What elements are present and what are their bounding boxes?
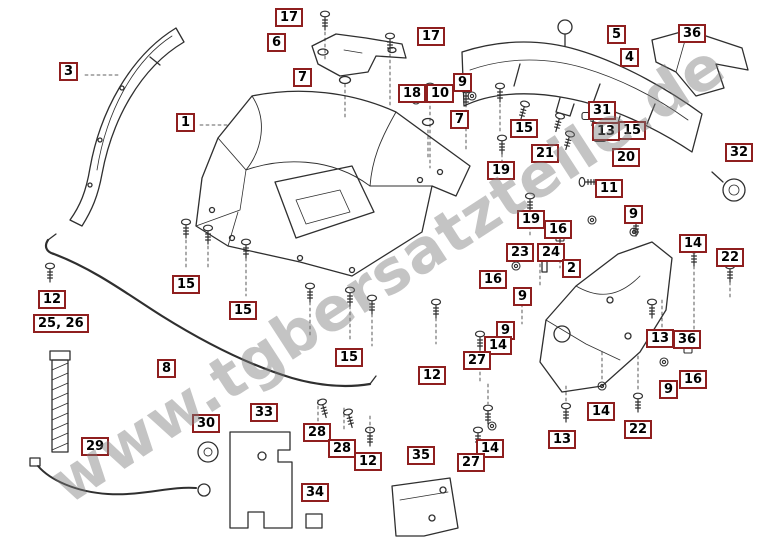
grommet-drawing — [197, 441, 219, 463]
mount-bracket-drawing — [229, 431, 293, 529]
part-label-28: 28 — [328, 439, 357, 458]
part-label-13: 13 — [646, 329, 675, 348]
dome-screw-drawing — [557, 19, 573, 47]
part-label-5: 5 — [607, 25, 627, 44]
part-label-27: 27 — [463, 351, 492, 370]
part-label-22: 22 — [716, 248, 745, 267]
part-label-35: 35 — [407, 446, 436, 465]
part-label-6: 6 — [267, 33, 287, 52]
part-label-32: 32 — [725, 143, 754, 162]
part-label-30: 30 — [192, 414, 221, 433]
part-label-11: 11 — [595, 179, 624, 198]
part-label-25-26: 25, 26 — [33, 314, 89, 333]
part-label-18: 18 — [398, 84, 427, 103]
part-label-9: 9 — [513, 287, 533, 306]
part-label-16: 16 — [479, 270, 508, 289]
part-label-27: 27 — [457, 453, 486, 472]
part-label-7: 7 — [450, 110, 470, 129]
part-label-9: 9 — [453, 73, 473, 92]
part-label-33: 33 — [250, 403, 279, 422]
part-label-36: 36 — [673, 330, 702, 349]
part-label-12: 12 — [354, 452, 383, 471]
front-fender-drawing — [195, 90, 471, 277]
part-label-14: 14 — [587, 402, 616, 421]
part-label-22: 22 — [624, 420, 653, 439]
part-label-15: 15 — [335, 348, 364, 367]
part-label-4: 4 — [620, 48, 640, 67]
part-label-16: 16 — [544, 220, 573, 239]
side-bracket-drawing — [539, 241, 673, 393]
part-label-17: 17 — [417, 27, 446, 46]
part-label-15: 15 — [229, 301, 258, 320]
part-label-12: 12 — [418, 366, 447, 385]
part-label-15: 15 — [172, 275, 201, 294]
part-label-36: 36 — [678, 24, 707, 43]
part-label-15: 15 — [618, 121, 647, 140]
part-label-21: 21 — [531, 144, 560, 163]
part-label-3: 3 — [59, 62, 79, 81]
part-label-23: 23 — [506, 243, 535, 262]
part-label-8: 8 — [157, 359, 177, 378]
part-label-14: 14 — [484, 336, 513, 355]
part-label-28: 28 — [303, 423, 332, 442]
part-label-16: 16 — [679, 370, 708, 389]
part-label-9: 9 — [659, 380, 679, 399]
part-label-19: 19 — [517, 210, 546, 229]
part-label-1: 1 — [176, 113, 196, 132]
part-label-10: 10 — [426, 84, 455, 103]
part-label-9: 9 — [624, 205, 644, 224]
part-label-7: 7 — [293, 68, 313, 87]
part-label-13: 13 — [592, 122, 621, 141]
part-label-24: 24 — [537, 243, 566, 262]
cable-drawing — [29, 457, 211, 497]
part-label-29: 29 — [81, 437, 110, 456]
part-label-14: 14 — [679, 234, 708, 253]
strap-drawing — [49, 350, 71, 453]
plate-drawing — [391, 477, 459, 537]
part-label-19: 19 — [487, 161, 516, 180]
pad-drawing — [305, 513, 323, 529]
part-label-20: 20 — [612, 148, 641, 167]
knob-drawing — [711, 171, 746, 202]
part-label-2: 2 — [562, 259, 582, 278]
part-label-13: 13 — [548, 430, 577, 449]
part-label-31: 31 — [588, 101, 617, 120]
part-label-15: 15 — [510, 119, 539, 138]
leader-lines — [84, 25, 731, 447]
part-label-34: 34 — [301, 483, 330, 502]
rear-carrier-drawing — [461, 41, 703, 153]
support-rod-drawing — [44, 233, 377, 388]
part-label-17: 17 — [275, 8, 304, 27]
part-label-12: 12 — [38, 290, 67, 309]
left-trim-drawing — [69, 27, 185, 227]
